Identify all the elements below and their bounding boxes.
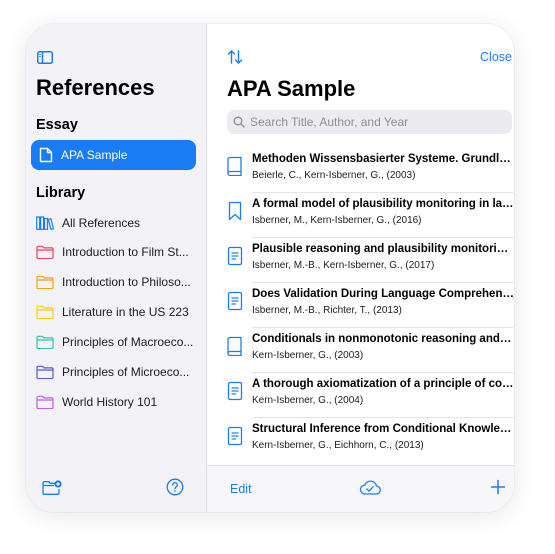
document-icon — [227, 381, 243, 401]
sidebar-item-folder[interactable]: Principles of Macroeco... — [36, 331, 201, 353]
reference-title: Conditionals in nonmonotonic reasoning a… — [252, 333, 514, 345]
reference-row[interactable]: A formal model of plausibility monitorin… — [227, 194, 514, 238]
new-folder-icon[interactable] — [42, 480, 62, 496]
folder-icon — [36, 275, 54, 289]
reference-row[interactable]: Does Validation During Language Comprehe… — [227, 284, 514, 328]
section-library: Library — [36, 185, 86, 201]
reference-authors: Kern-Isberner, G., (2004) — [252, 395, 364, 406]
row-divider — [252, 192, 514, 193]
reference-authors: Isberner, M.-B., Richter, T., (2013) — [252, 305, 402, 316]
reference-title: Structural Inference from Conditional Kn… — [252, 423, 514, 435]
search-icon — [233, 116, 245, 128]
reference-title: Methoden Wissensbasierter Systeme. Grund… — [252, 153, 514, 165]
sidebar-item-folder[interactable]: Introduction to Philoso... — [36, 271, 201, 293]
reference-authors: Isberner, M.-B., Kern-Isberner, G., (201… — [252, 260, 435, 271]
sort-icon[interactable] — [227, 49, 243, 65]
reference-row[interactable]: Conditionals in nonmonotonic reasoning a… — [227, 329, 514, 373]
folder-icon — [36, 395, 54, 409]
search-input[interactable]: Search Title, Author, and Year — [227, 110, 512, 134]
reference-row[interactable]: Methoden Wissensbasierter Systeme. Grund… — [227, 149, 514, 193]
sidebar-item-label: Principles of Macroeco... — [62, 335, 194, 349]
add-icon[interactable] — [490, 479, 506, 495]
search-placeholder: Search Title, Author, and Year — [250, 115, 409, 129]
reference-row[interactable]: A thorough axiomatization of a principle… — [227, 374, 514, 418]
sidebar-item-label: APA Sample — [61, 148, 128, 162]
book-icon — [227, 336, 242, 356]
help-icon[interactable] — [166, 478, 184, 496]
cloud-sync-icon[interactable] — [359, 479, 381, 497]
folder-icon — [36, 305, 54, 319]
close-button[interactable]: Close — [480, 50, 512, 64]
row-divider — [252, 237, 514, 238]
sidebar-item-label: Introduction to Film St... — [62, 245, 189, 259]
library-books-icon — [36, 216, 54, 230]
row-divider — [252, 417, 514, 418]
main-panel: Close APA Sample Search Title, Author, a… — [207, 24, 514, 512]
edit-button[interactable]: Edit — [230, 482, 252, 496]
ipad-window: References Essay APA Sample Library All … — [26, 24, 514, 512]
reference-row[interactable]: Structural Inference from Conditional Kn… — [227, 419, 514, 463]
sidebar-toggle-icon[interactable] — [37, 51, 53, 64]
reference-authors: Kern-Isberner, G., Eichhorn, C., (2013) — [252, 440, 424, 451]
sidebar-item-label: Principles of Microeco... — [62, 365, 190, 379]
sidebar-item-folder[interactable]: Literature in the US 223 — [36, 301, 201, 323]
reference-title: Does Validation During Language Comprehe… — [252, 288, 514, 300]
book-icon — [227, 156, 242, 176]
sidebar-item-label: Literature in the US 223 — [62, 305, 189, 319]
reference-title: Plausible reasoning and plausibility mon… — [252, 243, 514, 255]
reference-title: A formal model of plausibility monitorin… — [252, 198, 514, 210]
sidebar-item-label: World History 101 — [62, 395, 158, 409]
sidebar-item-all-references[interactable]: All References — [36, 212, 201, 234]
sidebar: References Essay APA Sample Library All … — [26, 24, 207, 512]
bottom-toolbar: Edit — [207, 465, 514, 512]
document-icon — [227, 426, 243, 446]
reference-row[interactable]: Plausible reasoning and plausibility mon… — [227, 239, 514, 283]
sidebar-item-apa-sample[interactable]: APA Sample — [31, 140, 196, 170]
reference-authors: Beierle, C., Kern-Isberner, G., (2003) — [252, 170, 416, 181]
sidebar-item-label: All References — [62, 216, 141, 230]
page-title: APA Sample — [227, 76, 356, 101]
sidebar-title: References — [36, 75, 155, 100]
folder-icon — [36, 365, 54, 379]
reference-authors: Isberner, M., Kern-Isberner, G., (2016) — [252, 215, 422, 226]
row-divider — [252, 327, 514, 328]
reference-authors: Kern-Isberner, G., (2003) — [252, 350, 364, 361]
document-icon — [39, 147, 53, 163]
reference-title: A thorough axiomatization of a principle… — [252, 378, 514, 390]
document-icon — [227, 291, 243, 311]
bookmark-icon — [228, 201, 242, 221]
document-icon — [227, 246, 243, 266]
section-essay: Essay — [36, 117, 78, 133]
row-divider — [252, 282, 514, 283]
folder-icon — [36, 335, 54, 349]
sidebar-item-folder[interactable]: World History 101 — [36, 391, 201, 413]
sidebar-item-label: Introduction to Philoso... — [62, 275, 191, 289]
folder-icon — [36, 245, 54, 259]
row-divider — [252, 372, 514, 373]
sidebar-item-folder[interactable]: Principles of Microeco... — [36, 361, 201, 383]
sidebar-item-folder[interactable]: Introduction to Film St... — [36, 241, 201, 263]
